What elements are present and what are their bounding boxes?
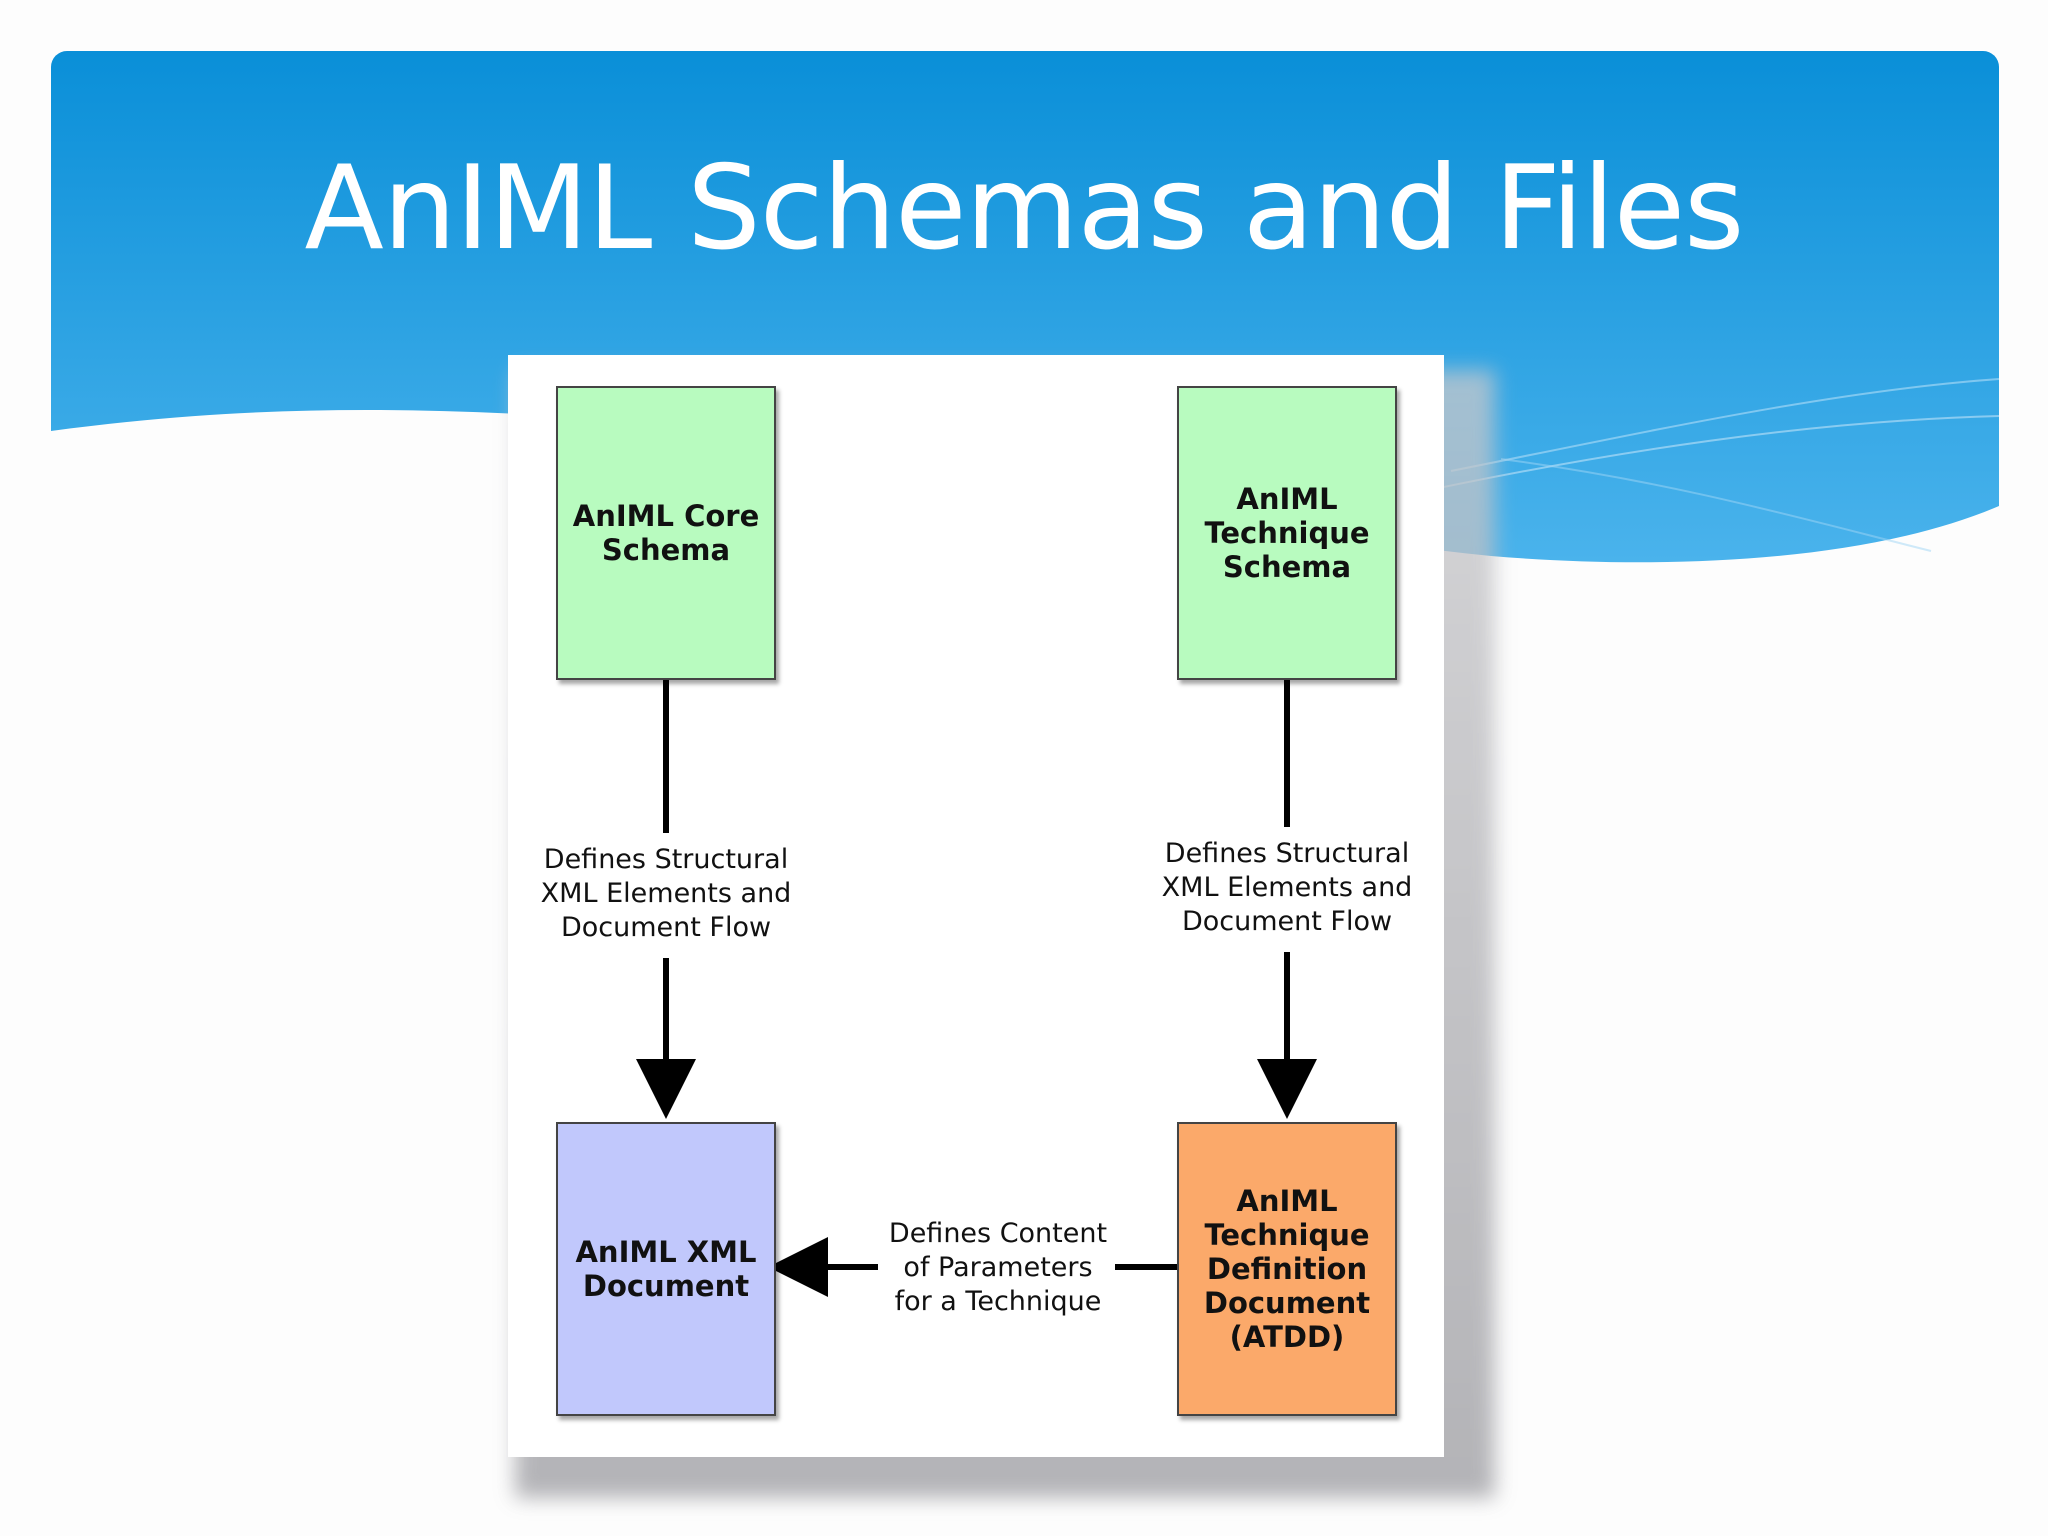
edge-label-atdd-to-xml: Defines Content of Parameters for a Tech… bbox=[883, 1217, 1113, 1319]
diagram-connectors bbox=[636, 680, 1317, 1297]
edge-label-core-to-xml: Defines Structural XML Elements and Docu… bbox=[528, 843, 804, 945]
slide-title: AnIML Schemas and Files bbox=[304, 141, 1744, 276]
diagram-figure: AnIML Core Schema AnIML Technique Schema… bbox=[508, 355, 1444, 1457]
xml-document-box: AnIML XML Document bbox=[556, 1122, 776, 1416]
edge-label-technique-to-atdd: Defines Structural XML Elements and Docu… bbox=[1149, 837, 1425, 939]
core-schema-box: AnIML Core Schema bbox=[556, 386, 776, 680]
technique-schema-box: AnIML Technique Schema bbox=[1177, 386, 1397, 680]
atdd-box: AnIML Technique Definition Document (ATD… bbox=[1177, 1122, 1397, 1416]
